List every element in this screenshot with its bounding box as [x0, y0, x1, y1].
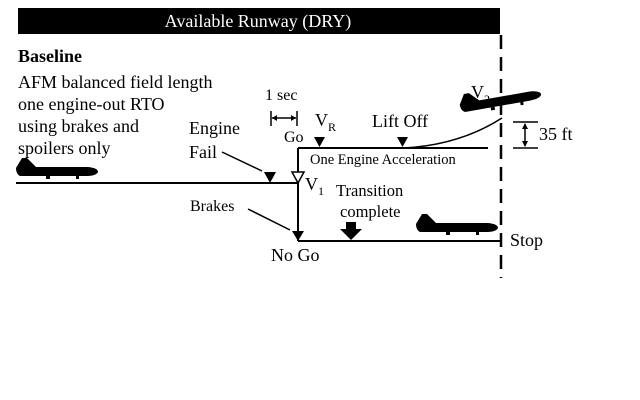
brakes-arrow: [247, 208, 291, 231]
brakes-marker-icon: [292, 231, 304, 241]
engine-label: Engine: [189, 118, 240, 138]
height-label: 35 ft: [539, 124, 573, 144]
one-sec-bracket-icon: [270, 111, 298, 126]
engine-fail-arrow: [221, 151, 263, 172]
baseline-desc-line: using brakes and: [18, 116, 139, 136]
baseline-desc-line: AFM balanced field length: [18, 72, 212, 92]
go-label: Go: [284, 129, 304, 146]
one-engine-acceleration-label: One Engine Acceleration: [310, 152, 456, 168]
lift-off-label: Lift Off: [372, 111, 428, 131]
height-dimension-icon: [513, 121, 538, 149]
transition-label: Transition: [336, 181, 403, 200]
fail-label: Fail: [189, 142, 217, 162]
engine-fail-marker-icon: [264, 172, 276, 183]
runway-header-bar: [18, 8, 500, 34]
brakes-label: Brakes: [190, 198, 234, 215]
v2-label: V2: [471, 82, 490, 106]
airplane-start-icon: [16, 158, 98, 179]
baseline-heading: Baseline: [18, 46, 82, 66]
baseline-desc-line: spoilers only: [18, 138, 111, 158]
one-sec-label: 1 sec: [265, 87, 297, 104]
vr-marker-icon: [314, 137, 325, 147]
airplane-stopped-icon: [416, 214, 498, 235]
transition-arrow-icon: [340, 222, 362, 240]
no-go-label: No Go: [271, 245, 320, 265]
vr-label: VR: [315, 110, 336, 134]
complete-label: complete: [340, 202, 400, 221]
v1-label: V1: [305, 174, 324, 198]
runway-header-title: Available Runway (DRY): [165, 11, 352, 32]
stop-label: Stop: [510, 230, 543, 250]
baseline-desc-line: one engine-out RTO: [18, 94, 165, 114]
lift-off-marker-icon: [397, 137, 408, 147]
climb-path-curve: [403, 117, 503, 149]
v1-marker-icon: [290, 171, 306, 185]
